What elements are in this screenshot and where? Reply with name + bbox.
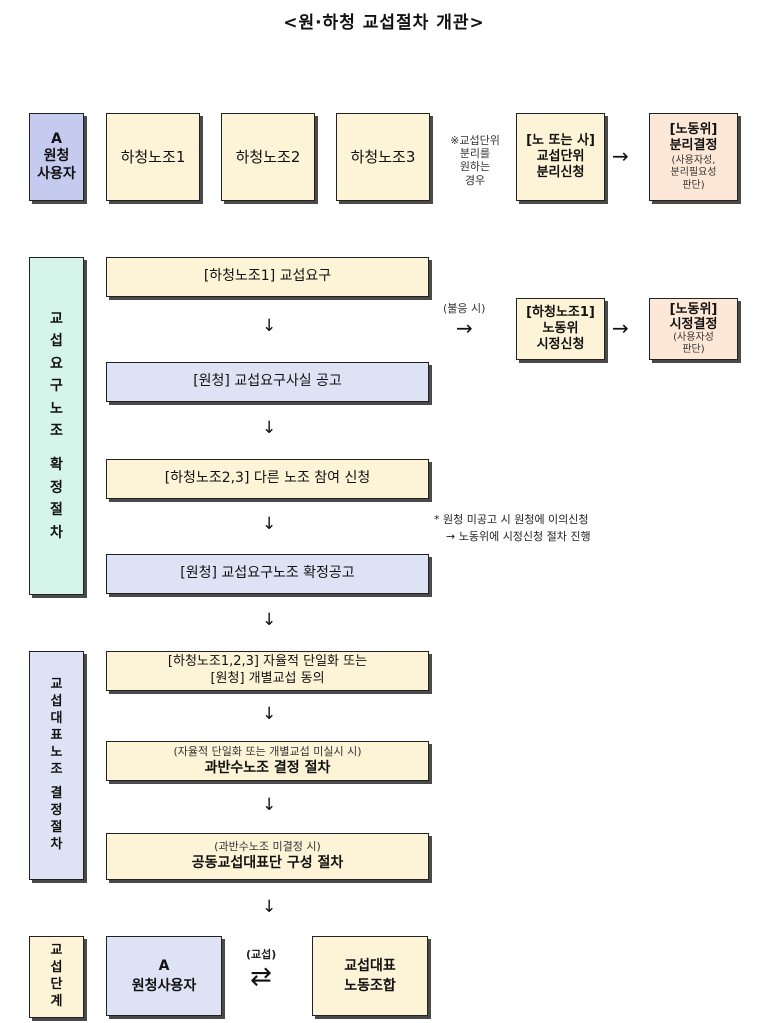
down-arrow: ↓ [262, 514, 277, 534]
correction-request-box: [하청노조1] 노동위 시정신청 [516, 298, 605, 360]
step-request-notice: [원청] 교섭요구사실 공고 [106, 362, 429, 402]
notice-note: * 원청 미공고 시 원청에 이의신청 → 노동위에 시정신청 절차 진행 [434, 513, 591, 544]
right-arrow: → [456, 316, 473, 340]
page-title: <원·하청 교섭절차 개관> [283, 13, 485, 33]
down-arrow: ↓ [262, 897, 277, 917]
union-1-box: 하청노조1 [106, 113, 200, 201]
stage3-label: 교 섭 단 계 [29, 936, 84, 1018]
refusal-label: (불응 시) [443, 302, 486, 315]
down-arrow: ↓ [262, 316, 277, 336]
employer-box: A 원청사용자 [106, 936, 222, 1016]
step-other-union-join: [하청노조2,3] 다른 노조 참여 신청 [106, 459, 429, 499]
step-majority-union: (자율적 단일화 또는 개별교섭 미실시 시) 과반수노조 결정 절차 [106, 741, 429, 781]
stage2-label: 교 섭 대 표 노 조 결 정 절 차 [29, 651, 84, 880]
down-arrow: ↓ [262, 610, 277, 630]
correction-decision-box: [노동위] 시정결정 (사용자성 판단) [649, 298, 738, 360]
step-final-notice: [원청] 교섭요구노조 확정공고 [106, 554, 429, 594]
right-arrow: → [612, 316, 629, 340]
step-bargain-request: [하청노조1] 교섭요구 [106, 257, 429, 297]
right-arrow: → [612, 144, 629, 168]
step-unification: [하청노조1,2,3] 자율적 단일화 또는 [원청] 개별교섭 동의 [106, 651, 429, 691]
bargaining-label: (교섭) [246, 948, 277, 961]
union-3-box: 하청노조3 [336, 113, 430, 201]
split-note: ※교섭단위 분리를 원하는 경우 [450, 134, 500, 187]
split-decision-box: [노동위] 분리결정 (사용자성, 분리필요성 판단) [649, 113, 738, 201]
union-2-box: 하청노조2 [221, 113, 315, 201]
down-arrow: ↓ [262, 418, 277, 438]
bidirectional-arrow-icon: ⇄ [250, 962, 272, 992]
step-joint-team: (과반수노조 미결정 시) 공동교섭대표단 구성 절차 [106, 833, 429, 880]
down-arrow: ↓ [262, 795, 277, 815]
down-arrow: ↓ [262, 704, 277, 724]
union-rep-box: 교섭대표 노동조합 [312, 936, 428, 1016]
split-request-box: [노 또는 사] 교섭단위 분리신청 [516, 113, 605, 201]
a-user-box: A 원청 사용자 [29, 113, 84, 201]
stage1-label: 교 섭 요 구 노 조 확 정 절 차 [29, 257, 84, 595]
